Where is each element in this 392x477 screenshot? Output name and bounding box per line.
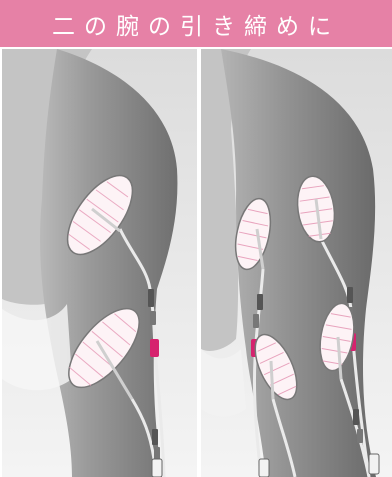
arm-illustration-left	[2, 49, 197, 477]
arm-illustration-right	[201, 49, 392, 477]
white-connector	[369, 454, 379, 474]
right-panel-illustration	[201, 49, 392, 477]
banner-title: 二の腕の引き締めに	[52, 7, 340, 41]
left-panel-illustration	[2, 49, 197, 477]
pink-connector	[150, 339, 159, 357]
white-connector	[259, 459, 269, 477]
title-banner: 二の腕の引き締めに	[0, 0, 392, 49]
white-connector	[152, 459, 162, 477]
